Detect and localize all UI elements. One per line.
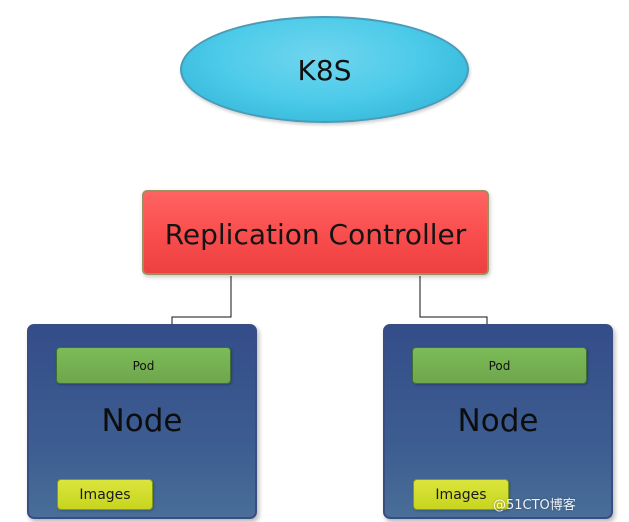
images-box-left: Images	[57, 479, 153, 510]
images-label-left: Images	[79, 486, 131, 503]
pod-label-right: Pod	[488, 358, 511, 373]
pod-box-left: Pod	[56, 347, 231, 384]
node-label-right: Node	[457, 403, 539, 439]
replication-controller-label: Replication Controller	[164, 217, 467, 251]
node-box-left: Pod Node Images	[27, 324, 257, 519]
k8s-node: K8S	[180, 16, 469, 123]
images-label-right: Images	[435, 486, 487, 503]
images-box-right: Images	[413, 479, 509, 510]
k8s-label: K8S	[297, 53, 352, 87]
pod-box-right: Pod	[412, 347, 587, 384]
watermark-text: @51CTO博客	[493, 498, 576, 513]
node-box-right: Pod Node Images	[383, 324, 613, 519]
pod-label-left: Pod	[132, 358, 155, 373]
connector-right	[419, 276, 488, 324]
replication-controller-box: Replication Controller	[142, 190, 489, 275]
node-label-left: Node	[101, 403, 183, 439]
connector-left	[171, 276, 232, 324]
